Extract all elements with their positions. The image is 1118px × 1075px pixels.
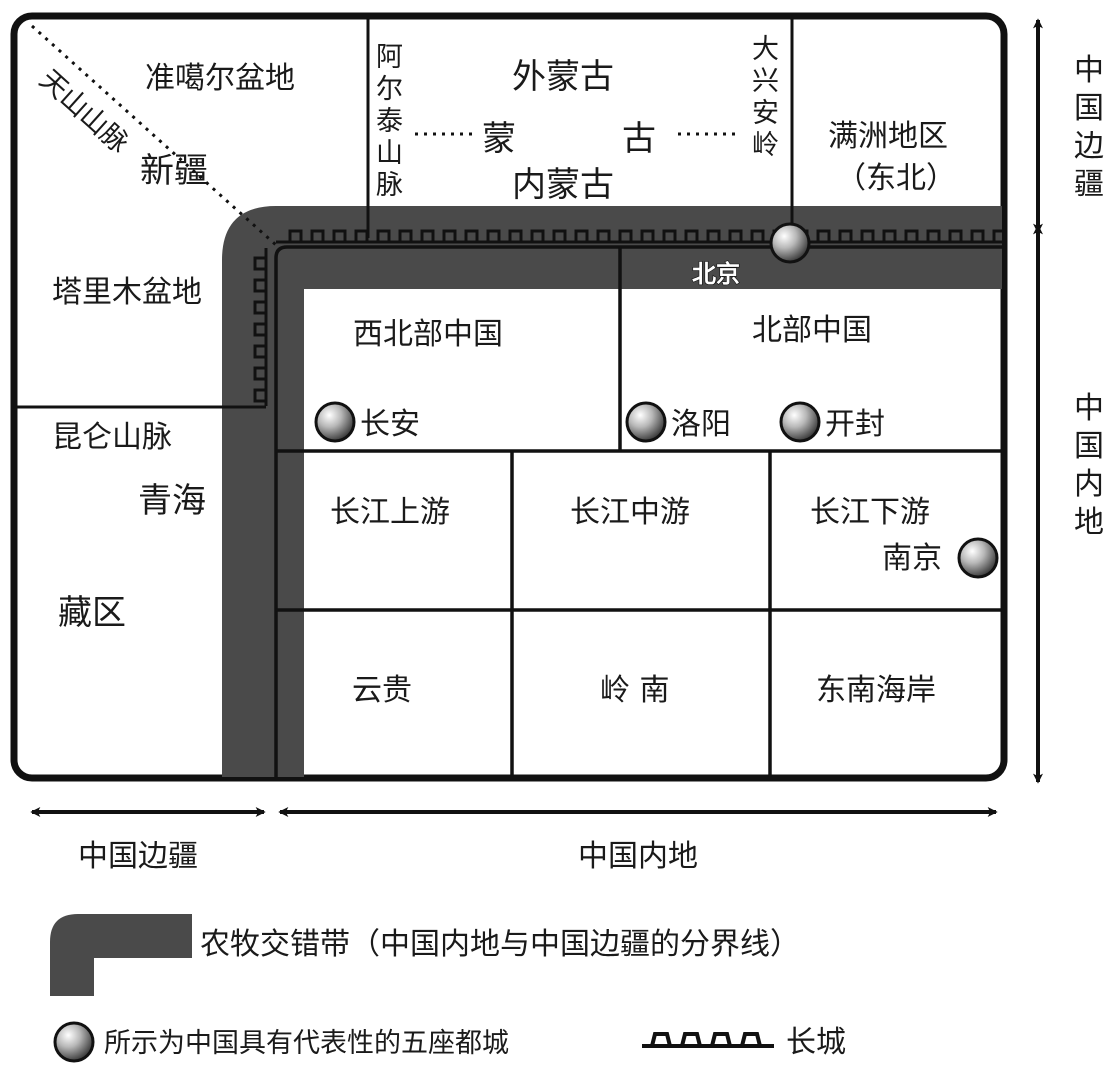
label-inner-mongolia: 内蒙古: [512, 165, 614, 205]
svg-text:国: 国: [1074, 429, 1104, 464]
legend-belt-swatch: [50, 914, 192, 996]
farming-pastoral-belt: [222, 206, 1002, 777]
axis-right-frontier-label: 中 国 边 疆: [1074, 53, 1104, 202]
city-marker-kaifeng: [779, 401, 821, 443]
interior-grid: [274, 245, 1002, 777]
city-label-beijing: 北京: [692, 260, 740, 288]
label-northwest-china: 西北部中国: [353, 317, 503, 352]
city-marker-luoyang: [625, 401, 667, 443]
label-outer-mongolia: 外蒙古: [512, 57, 614, 97]
axis-right-interior-label: 中 国 内 地: [1074, 391, 1104, 540]
svg-text:泰: 泰: [376, 106, 403, 137]
city-label-luoyang: 洛阳: [671, 407, 731, 442]
svg-text:中: 中: [1074, 53, 1104, 88]
label-tibet: 藏区: [58, 593, 126, 633]
label-northeast: （东北）: [836, 161, 956, 196]
svg-text:地: 地: [1074, 505, 1104, 540]
svg-text:内: 内: [1074, 467, 1104, 502]
axis-bottom-frontier-label: 中国边疆: [78, 839, 198, 874]
svg-text:尔: 尔: [376, 74, 403, 105]
tianshan-dotted-line: [30, 24, 278, 247]
label-middle-yangtze: 长江中游: [570, 495, 690, 530]
legend-great-wall-swatch: [642, 1032, 774, 1048]
city-label-nanjing: 南京: [882, 541, 942, 576]
city-marker-nanjing: [957, 537, 999, 579]
label-manchuria: 满洲地区: [828, 119, 948, 154]
svg-text:山: 山: [376, 138, 403, 169]
city-marker-beijing: [769, 222, 811, 264]
legend-great-wall-label: 长城: [786, 1025, 846, 1060]
svg-text:疆: 疆: [1074, 167, 1104, 202]
axis-bottom-interior-label: 中国内地: [578, 839, 698, 874]
svg-text:阿: 阿: [376, 42, 403, 73]
label-junggar: 准噶尔盆地: [145, 61, 295, 96]
label-lower-yangtze: 长江下游: [810, 495, 930, 530]
legend-belt-label: 农牧交错带（中国内地与中国边疆的分界线）: [200, 927, 800, 962]
label-north-china: 北部中国: [752, 313, 872, 348]
label-tarim: 塔里木盆地: [52, 275, 202, 310]
legend-capital-marker: [53, 1021, 95, 1063]
label-mongolia-right: 古: [622, 119, 656, 159]
label-qinghai: 青海: [138, 481, 206, 521]
svg-text:国: 国: [1074, 91, 1104, 126]
label-xinjiang: 新疆: [140, 151, 208, 191]
label-southeast-coast: 东南海岸: [816, 673, 936, 708]
city-label-changan: 长安: [360, 407, 420, 442]
city-marker-changan: [314, 401, 356, 443]
great-wall: [253, 229, 1007, 406]
svg-text:中: 中: [1074, 391, 1104, 426]
frontier-dividers: [14, 16, 794, 409]
label-yungui: 云贵: [352, 673, 412, 708]
label-kunlun: 昆仑山脉: [52, 420, 172, 455]
city-label-kaifeng: 开封: [825, 407, 885, 442]
label-altai: 阿 尔 泰 山 脉: [376, 42, 403, 201]
svg-text:兴: 兴: [752, 66, 779, 97]
label-upper-yangtze: 长江上游: [330, 495, 450, 530]
legend-capital-label: 所示为中国具有代表性的五座都城: [104, 1028, 509, 1059]
svg-text:安: 安: [752, 98, 779, 129]
svg-text:脉: 脉: [376, 170, 403, 201]
svg-text:岭: 岭: [752, 130, 779, 161]
label-mongolia-left: 蒙: [482, 119, 516, 159]
svg-text:边: 边: [1074, 129, 1104, 164]
label-lingnan: 岭 南: [600, 673, 670, 708]
label-greater-khingan: 大 兴 安 岭: [752, 34, 779, 161]
svg-text:大: 大: [752, 34, 779, 65]
